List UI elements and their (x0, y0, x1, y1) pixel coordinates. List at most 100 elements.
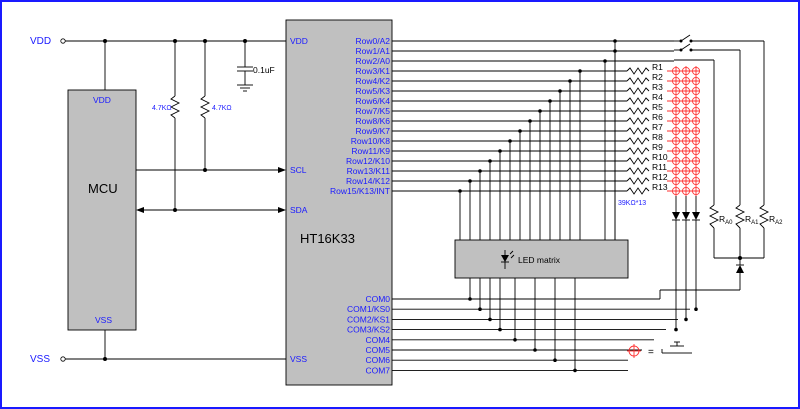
row-resistor-label: R5 (652, 102, 663, 112)
led-matrix-block (454, 239, 629, 279)
row-resistor-label: R9 (652, 142, 663, 152)
key-column-junction (674, 327, 678, 332)
key-switch (672, 146, 681, 155)
pullup2-label: 4.7KΩ (212, 105, 232, 112)
ra1-label: RA1 (745, 214, 759, 226)
key-switch (672, 136, 681, 145)
key-switch (682, 107, 691, 116)
ra0-label: RA0 (719, 214, 733, 226)
com-junction (533, 348, 537, 352)
vdd-rail-label: VDD (30, 36, 51, 47)
com-pins: COM0COM1/KS0COM2/KS1COM3/KS2COM4COM5COM6… (347, 294, 390, 375)
row-pins: Row0/A2Row1/A1Row2/A0Row3/K1Row4/K2Row5/… (330, 36, 390, 196)
com-pin-label: COM6 (365, 355, 390, 365)
address-switches (674, 34, 764, 61)
row-pin-label: Row1/A1 (356, 46, 391, 56)
row-pin-label: Row15/K13/INT (330, 186, 390, 196)
pullup1-label: 4.7KΩ (152, 105, 172, 112)
key-switch (682, 87, 691, 96)
row-resistor (626, 167, 650, 175)
key-switch (692, 97, 701, 106)
com-pin-label: COM1/KS0 (347, 304, 390, 314)
key-switch (692, 127, 701, 136)
com-pin-label: COM7 (365, 365, 390, 375)
row-resistor-label: R13 (652, 182, 668, 192)
key-column-diode (672, 212, 680, 220)
key-switch (682, 146, 691, 155)
key-column-diode (692, 212, 700, 220)
key-switch (672, 166, 681, 175)
row-wiring (392, 39, 674, 240)
row-pin-label: Row2/A0 (356, 56, 391, 66)
key-switch (672, 67, 681, 76)
key-switch (672, 176, 681, 185)
key-switch (672, 156, 681, 165)
key-switch (692, 146, 701, 155)
row-pin-label: Row14/K12 (346, 176, 390, 186)
row-pin-label: Row10/K8 (351, 136, 390, 146)
key-switch (692, 77, 701, 86)
row-resistor-label: R12 (652, 172, 668, 182)
row-resistor-label: R2 (652, 72, 663, 82)
legend-equals: = (648, 347, 654, 358)
row-pin-label: Row13/K11 (347, 166, 391, 176)
key-switch (692, 87, 701, 96)
key-matrix (667, 66, 701, 196)
com-wiring (392, 278, 690, 373)
row-resistor-label: R7 (652, 122, 663, 132)
key-switch (682, 136, 691, 145)
com-junction (513, 338, 517, 342)
mcu-block (67, 89, 137, 331)
chip-vss-label: VSS (290, 354, 307, 364)
row-resistor (626, 97, 650, 105)
ra2-label: RA2 (769, 214, 783, 226)
row-pin-label: Row0/A2 (356, 36, 391, 46)
key-switch (682, 166, 691, 175)
legend-switch-icon (661, 341, 692, 354)
row-resistor (626, 187, 650, 195)
key-diodes (628, 196, 700, 332)
row-pin-label: Row12/K10 (346, 156, 390, 166)
row-resistor-label: R3 (652, 82, 663, 92)
row-resistor-label: R10 (652, 152, 668, 162)
key-switch (672, 117, 681, 126)
chip-scl-label: SCL (290, 165, 307, 175)
key-switch (682, 117, 691, 126)
row-resistor (626, 117, 650, 125)
row-resistor-label: R8 (652, 132, 663, 142)
key-switch (692, 136, 701, 145)
row-pin-label: Row7/K5 (356, 106, 391, 116)
com-pin-label: COM3/KS2 (347, 325, 390, 335)
chip-sda-label: SDA (290, 205, 308, 215)
mcu-title: MCU (88, 181, 118, 196)
key-switch (672, 127, 681, 136)
row-resistor (626, 107, 650, 115)
key-switch (682, 97, 691, 106)
vss-terminal (60, 356, 66, 362)
row-pin-label: Row11/K9 (351, 146, 390, 156)
row-resistor-label: R1 (652, 62, 663, 72)
com-pin-label: COM5 (365, 345, 390, 355)
key-switch (682, 127, 691, 136)
key-switch (682, 176, 691, 185)
key-switch (692, 107, 701, 116)
com-junction (553, 358, 557, 363)
chip-vdd-label: VDD (290, 36, 308, 46)
com-pin-label: COM0 (365, 294, 390, 304)
key-switch (682, 77, 691, 86)
com-junction (573, 368, 577, 373)
row-resistor (626, 87, 650, 95)
address-resistors (660, 41, 770, 291)
row-resistor (626, 177, 650, 185)
key-column-junction (694, 307, 698, 312)
row-resistor-label: R11 (652, 162, 667, 172)
row-resistor-label: R6 (652, 112, 663, 122)
key-switch (692, 166, 701, 175)
com-pin-label: COM2/KS1 (347, 314, 390, 324)
key-switch (692, 67, 701, 76)
row-pin-label: Row6/K4 (356, 96, 391, 106)
key-switch (692, 176, 701, 185)
key-column-junction (684, 317, 688, 322)
